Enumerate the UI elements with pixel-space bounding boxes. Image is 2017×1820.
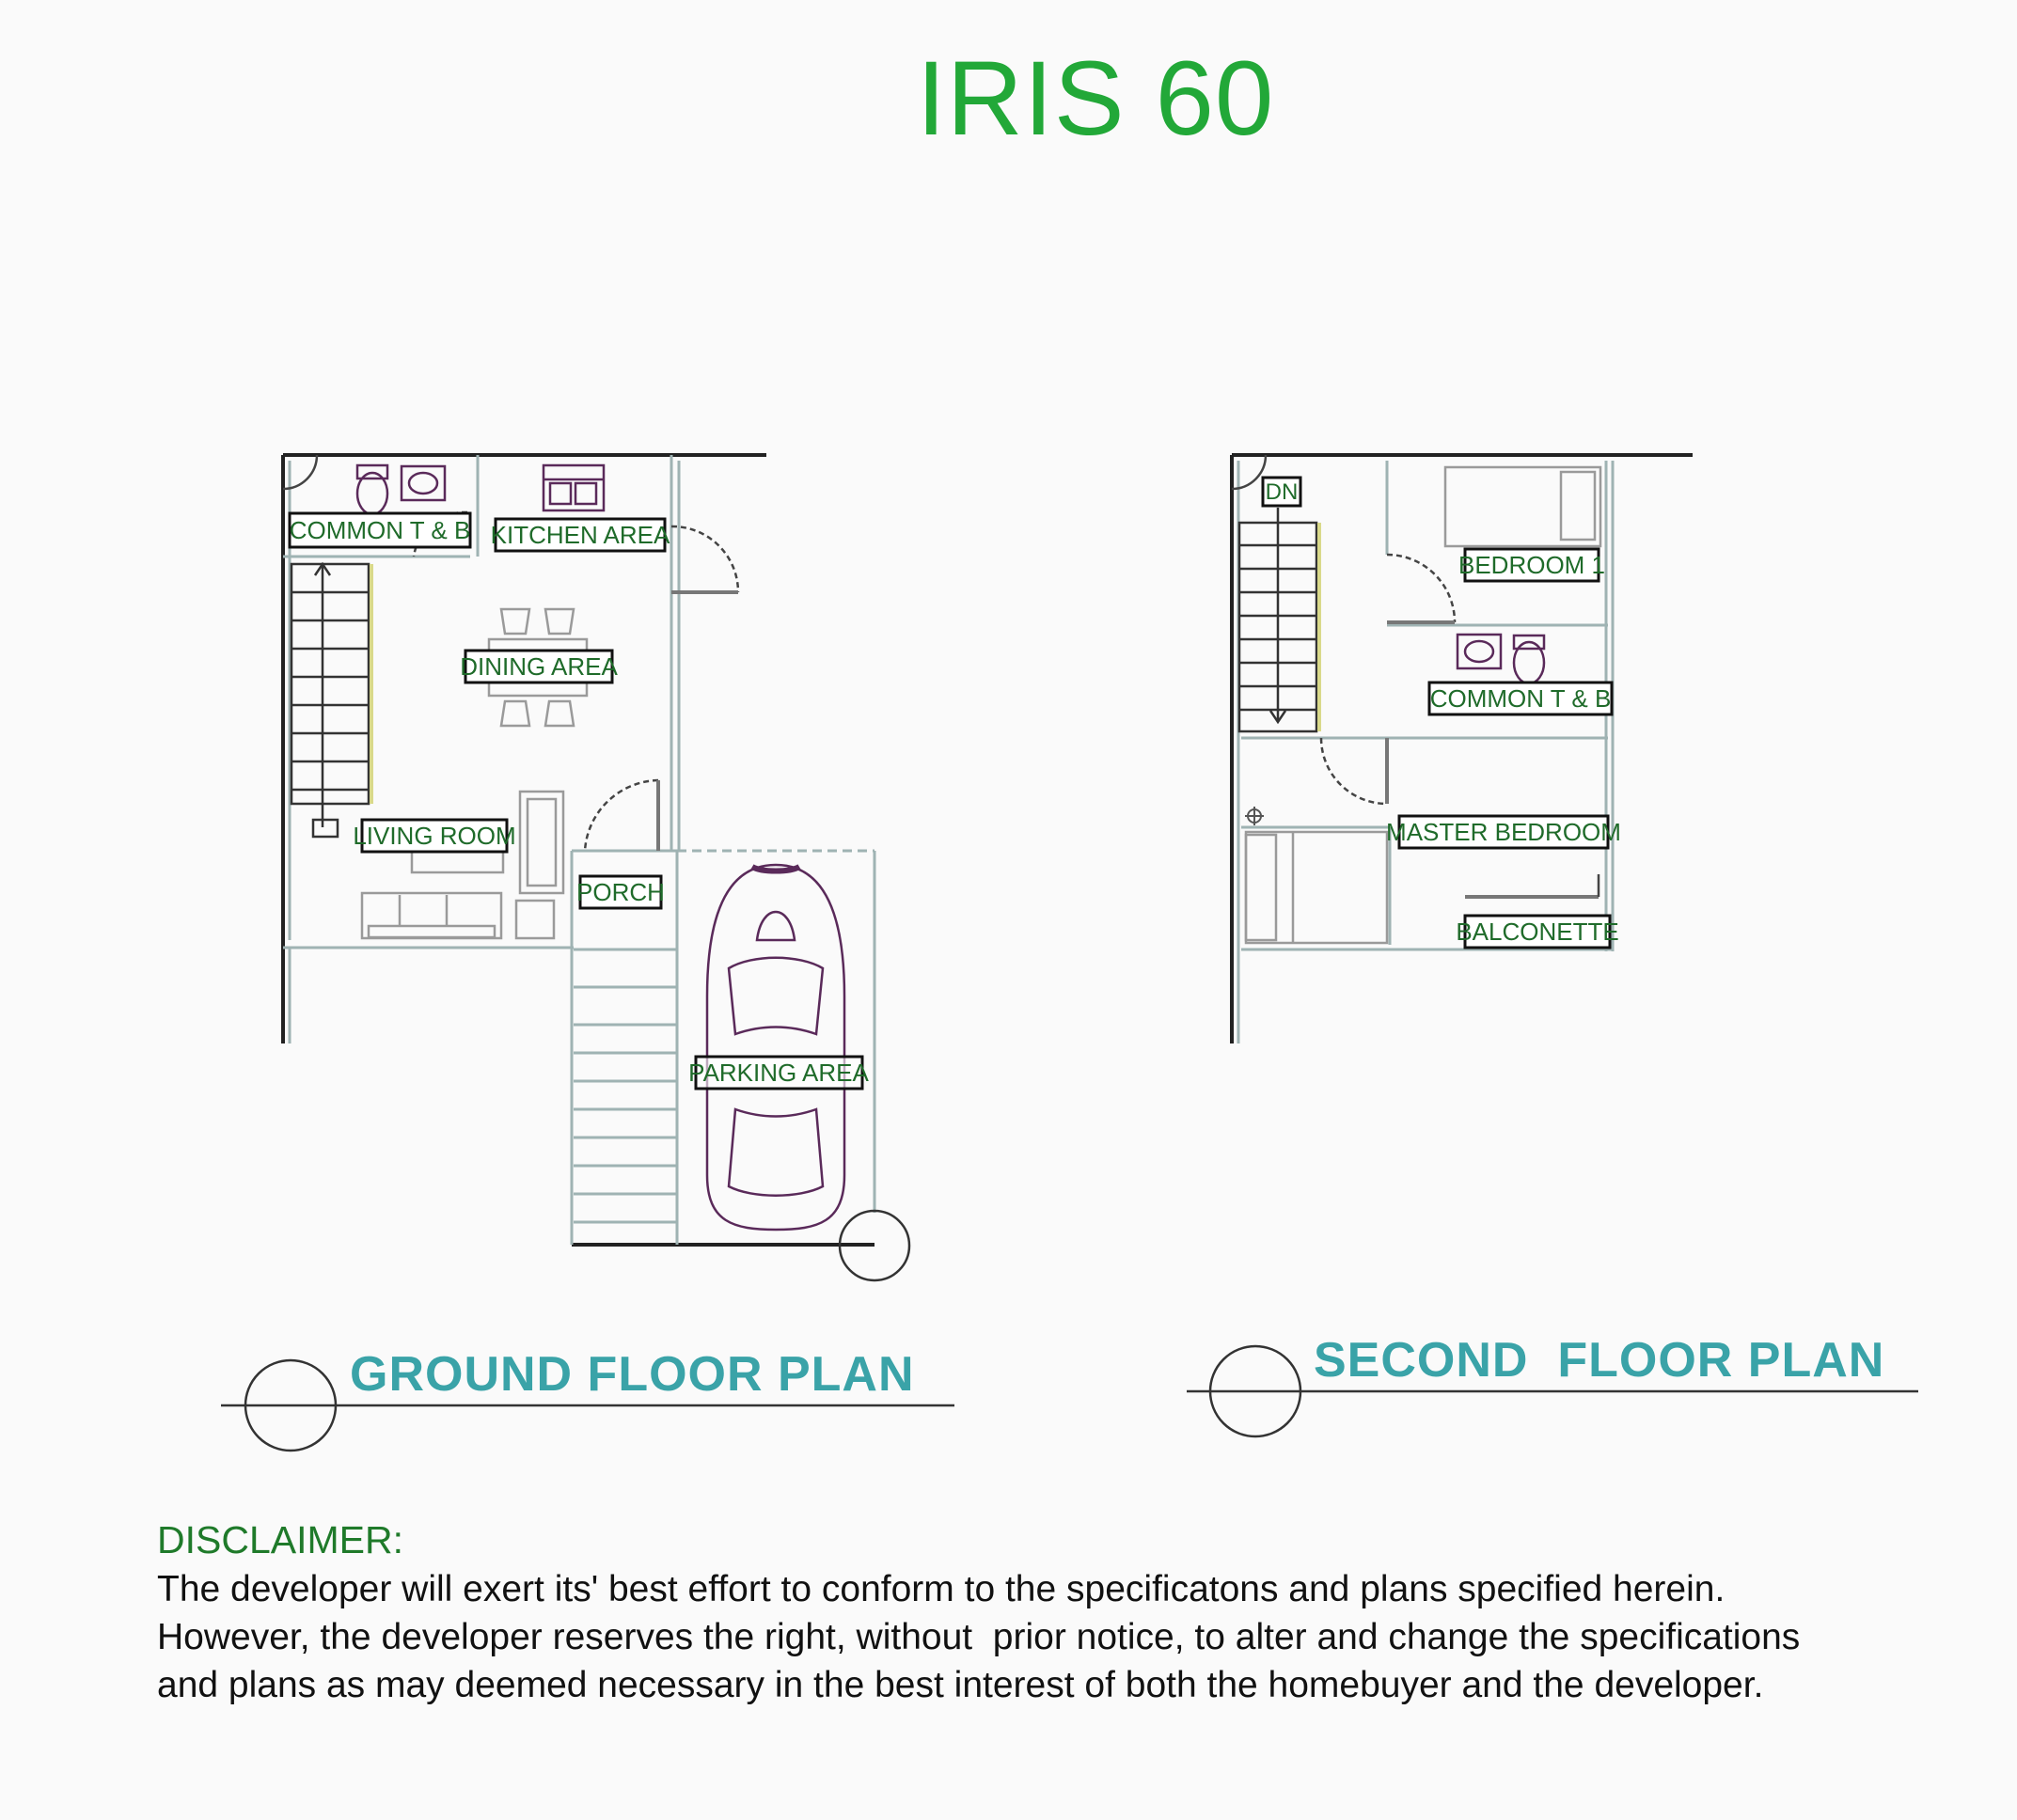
svg-text:COMMON T & B: COMMON T & B: [290, 516, 471, 544]
ground-floor-heading: GROUND FLOOR PLAN: [350, 1347, 915, 1402]
svg-text:LIVING ROOM: LIVING ROOM: [353, 822, 515, 850]
label-dn: DN: [1261, 476, 1302, 508]
second-floor-stairs: [1237, 508, 1321, 733]
second-floor-heading: SECOND FLOOR PLAN: [1314, 1333, 1885, 1388]
ground-floor-walls: [281, 453, 875, 1247]
second-floor-doors: [1231, 454, 1600, 899]
section-marker-icon: [1208, 1344, 1302, 1438]
label-balconette: BALCONETTE: [1456, 914, 1619, 949]
ground-floor-stairs: [290, 561, 373, 839]
svg-text:DN: DN: [1266, 479, 1299, 505]
ground-floor-heading-marker: [221, 1358, 954, 1452]
car-icon: [705, 863, 846, 1232]
ground-floor-furniture: [360, 607, 589, 940]
svg-text:PARKING AREA: PARKING AREA: [688, 1059, 869, 1087]
section-marker-icon: [244, 1358, 338, 1452]
svg-text:COMMON T & B: COMMON T & B: [1430, 684, 1612, 713]
disclaimer-line: The developer will exert its' best effor…: [157, 1569, 1725, 1609]
second-floor-furniture: [1244, 465, 1602, 945]
second-floor-heading-marker: [1187, 1344, 1918, 1438]
disclaimer-text: The developer will exert its' best effor…: [157, 1565, 2000, 1709]
label-bedroom-1: BEDROOM 1: [1458, 547, 1605, 583]
disclaimer-line: However, the developer reserves the righ…: [157, 1617, 1801, 1657]
label-kitchen-area: KITCHEN AREA: [491, 517, 670, 553]
disclaimer-heading: DISCLAIMER:: [157, 1518, 403, 1561]
label-parking-area: PARKING AREA: [688, 1055, 870, 1090]
floor-drain-icon: [1245, 807, 1264, 825]
label-dining-area: DINING AREA: [460, 649, 618, 684]
svg-text:DINING AREA: DINING AREA: [460, 652, 618, 681]
svg-text:PORCH: PORCH: [576, 878, 665, 906]
label-living-room: LIVING ROOM: [353, 818, 516, 854]
ground-floor-plan: [281, 453, 911, 1282]
svg-text:MASTER BEDROOM: MASTER BEDROOM: [1386, 818, 1621, 846]
label-common-tb-second: COMMON T & B: [1427, 681, 1614, 716]
page-title: IRIS 60: [916, 39, 1275, 157]
svg-text:BEDROOM 1: BEDROOM 1: [1458, 551, 1605, 579]
second-floor-fixtures: [1456, 633, 1546, 685]
label-common-tb-ground: COMMON T & B: [288, 511, 472, 549]
grid-marker-icon: [838, 1209, 911, 1282]
porch-steps: [574, 948, 677, 1224]
svg-text:KITCHEN AREA: KITCHEN AREA: [491, 521, 670, 549]
disclaimer-line: and plans as may deemed necessary in the…: [157, 1665, 1764, 1705]
second-floor-walls: [1230, 453, 1693, 1043]
label-porch: PORCH: [576, 874, 665, 910]
second-floor-plan: [1230, 453, 1693, 1043]
ground-floor-fixtures: [355, 463, 606, 516]
room-labels: COMMON T & B KITCHEN AREA DINING AREA LI…: [288, 476, 1621, 1090]
svg-text:BALCONETTE: BALCONETTE: [1456, 918, 1618, 946]
label-master-bedroom: MASTER BEDROOM: [1386, 814, 1621, 850]
